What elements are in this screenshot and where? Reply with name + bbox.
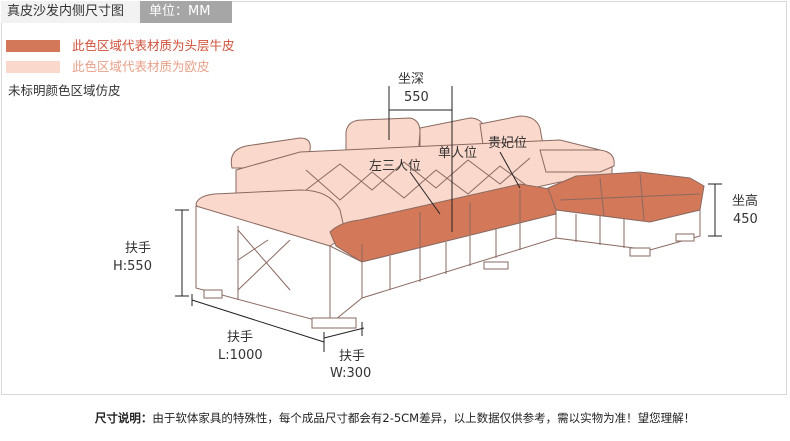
armrest-width-label: 扶手	[339, 349, 366, 364]
footer-note: 尺寸说明：由于软体家具的特殊性，每个成品尺寸都会有2-5CM差异，以上数据仅供参…	[0, 410, 790, 426]
sofa-illustration	[175, 86, 722, 352]
armrest-height-value: H:550	[113, 259, 152, 274]
footer-label: 尺寸说明：	[94, 411, 153, 425]
single-seat-label: 单人位	[438, 146, 478, 161]
legend-text-leather: 此色区域代表材质为头层牛皮	[72, 38, 235, 53]
legend-swatch-leather	[6, 40, 60, 52]
header-title: 真皮沙发内侧尺寸图	[1, 1, 140, 23]
footer-text: 由于软体家具的特殊性，每个成品尺寸都会有2-5CM差异，以上数据仅供参考，需以实…	[152, 411, 696, 425]
chaise-label: 贵妃位	[488, 136, 528, 151]
armrest-height-label: 扶手	[125, 241, 152, 256]
armrest-width-value: W:300	[330, 366, 372, 381]
seat-depth-value: 550	[404, 90, 429, 105]
seat-height-label: 坐高	[732, 194, 759, 209]
legend-text-pu: 此色区域代表材质为欧皮	[72, 59, 210, 74]
armrest-length-value: L:1000	[218, 348, 263, 363]
seat-depth-label: 坐深	[398, 72, 425, 87]
note-text: 未标明颜色区域仿皮	[8, 83, 121, 98]
armrest-length-label: 扶手	[227, 330, 254, 345]
header-unit: 单位：MM	[140, 1, 232, 23]
legend-swatch-pu	[6, 61, 60, 73]
seat-height-value: 450	[733, 212, 758, 227]
left-three-seat-label: 左三人位	[369, 159, 422, 174]
